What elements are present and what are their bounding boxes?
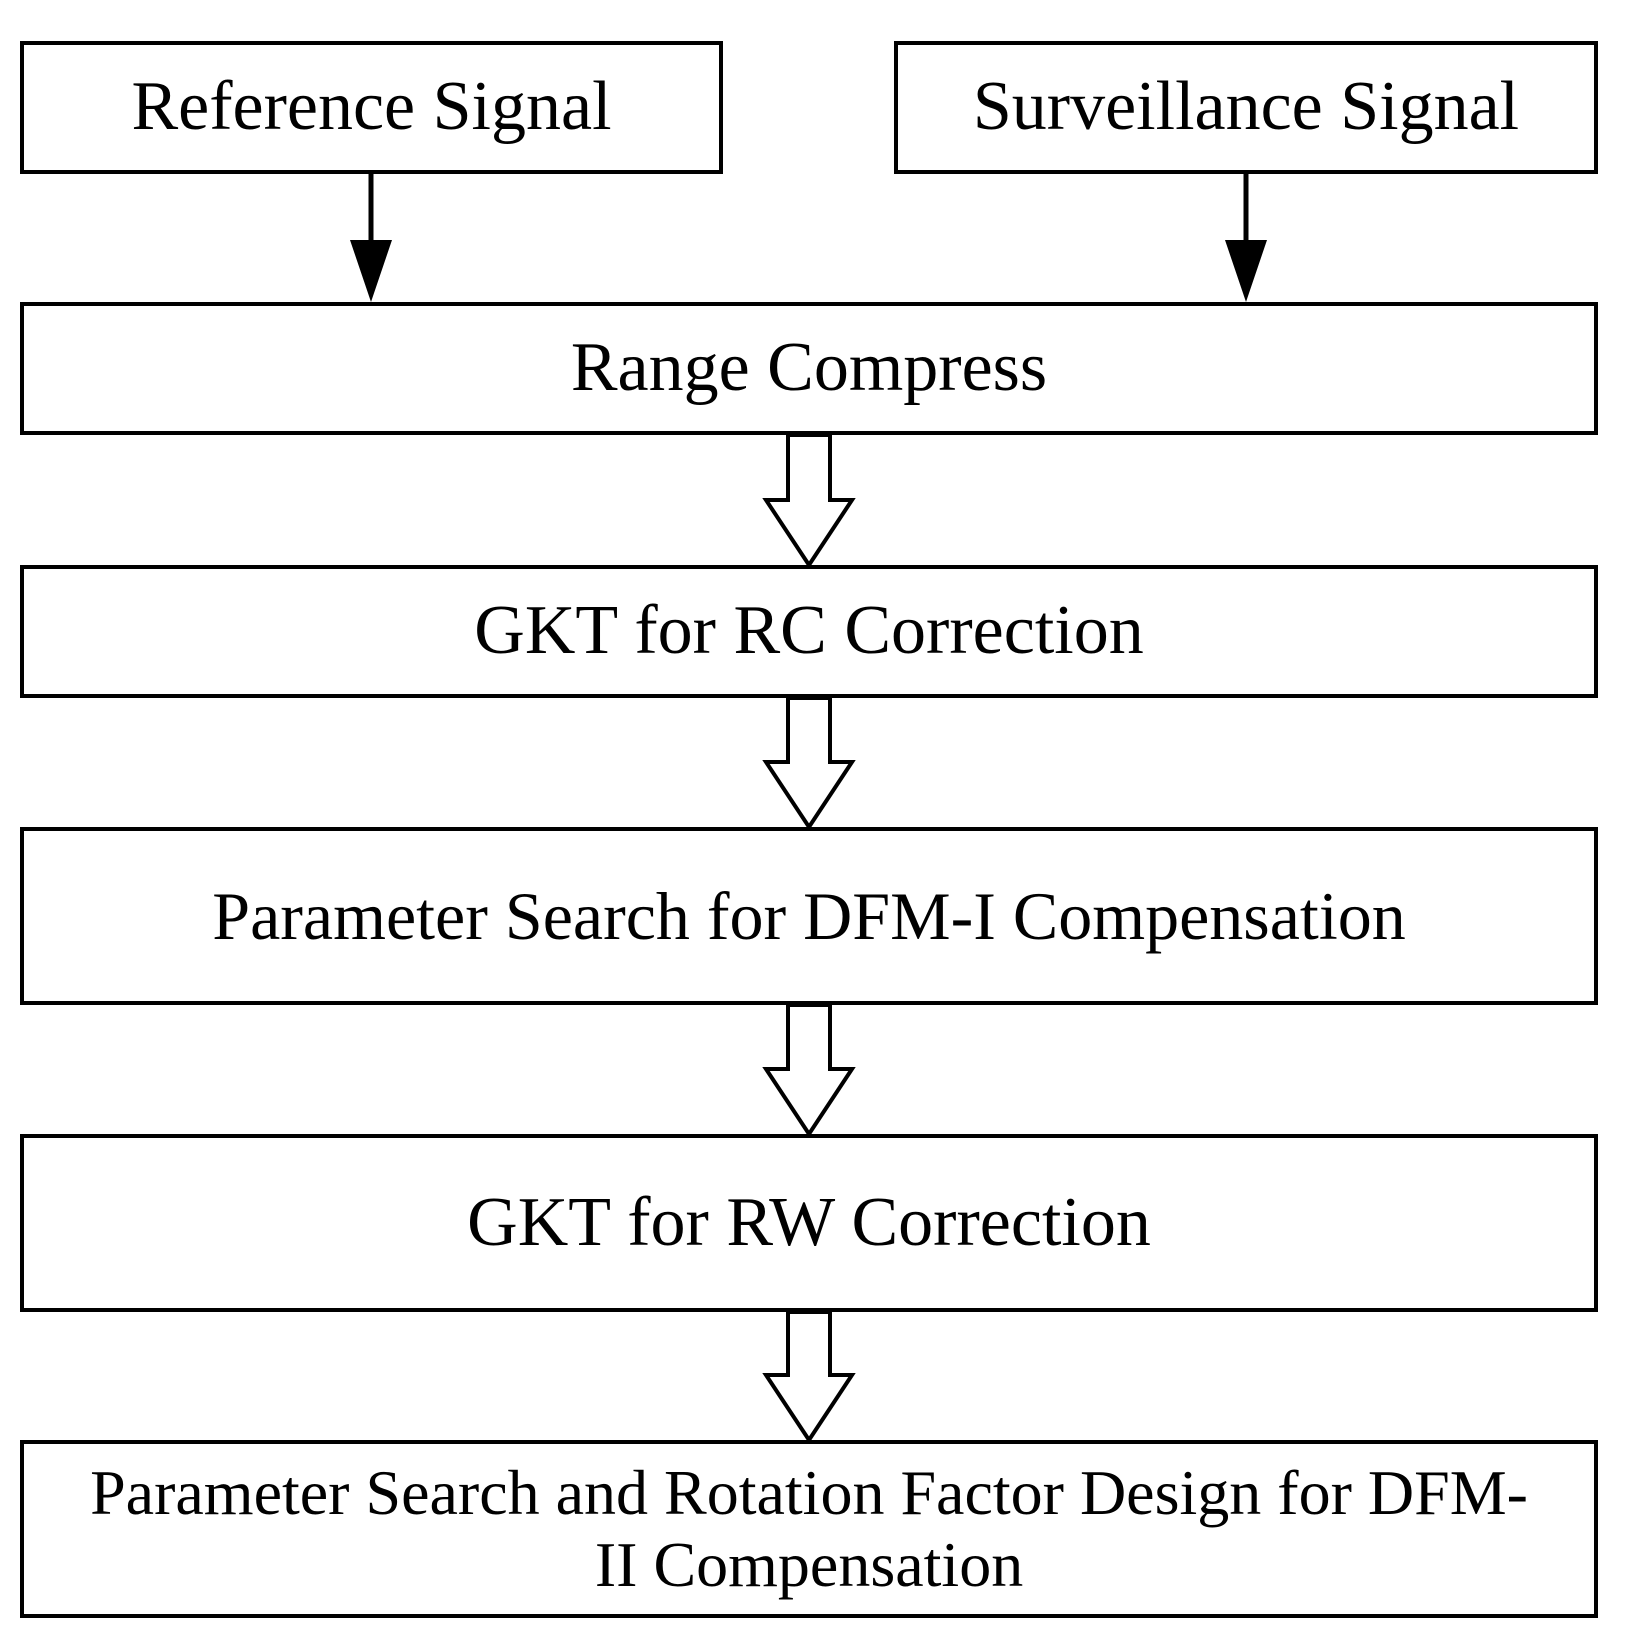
range-compress-label: Range Compress: [570, 329, 1048, 407]
gkt-rw-correction-label: GKT for RW Correction: [467, 1183, 1151, 1261]
arrow-param-dfm1-to-gkt-rw: [762, 1003, 856, 1138]
parameter-search-rotation-dfm2-box: Parameter Search and Rotation Factor Des…: [20, 1440, 1598, 1618]
gkt-rc-correction-box: GKT for RC Correction: [20, 565, 1598, 698]
gkt-rw-correction-box: GKT for RW Correction: [20, 1134, 1598, 1312]
gkt-rc-correction-label: GKT for RC Correction: [474, 592, 1144, 670]
arrow-range-to-gkt-rc: [762, 433, 856, 569]
reference-signal-box: Reference Signal: [20, 41, 723, 174]
arrow-gkt-rc-to-param-dfm1: [762, 696, 856, 831]
range-compress-box: Range Compress: [20, 302, 1598, 435]
parameter-search-dfm1-label: Parameter Search for DFM-I Compensation: [212, 877, 1406, 954]
reference-signal-label: Reference Signal: [131, 68, 612, 146]
parameter-search-rotation-dfm2-label: Parameter Search and Rotation Factor Des…: [90, 1457, 1528, 1600]
surveillance-signal-box: Surveillance Signal: [894, 41, 1598, 174]
surveillance-signal-label: Surveillance Signal: [972, 68, 1520, 146]
arrow-gkt-rw-to-param-dfm2: [762, 1310, 856, 1444]
arrow-surveillance-to-range: [1225, 174, 1267, 302]
arrow-reference-to-range: [350, 174, 392, 302]
parameter-search-dfm1-box: Parameter Search for DFM-I Compensation: [20, 827, 1598, 1005]
